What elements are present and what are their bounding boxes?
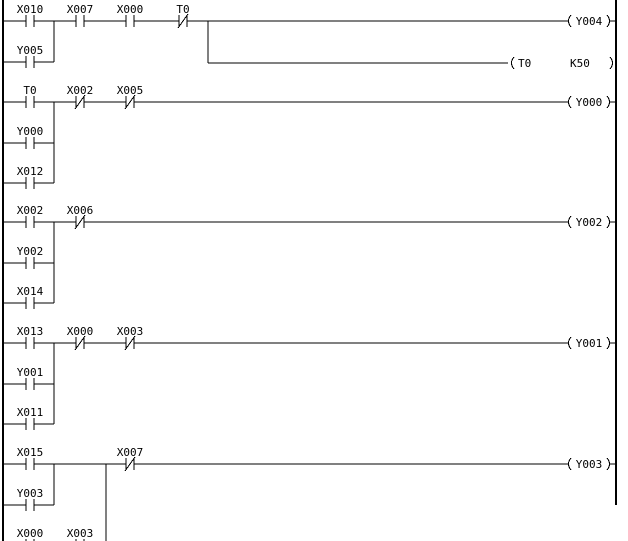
contact-nc-slash: [74, 94, 86, 110]
contact-label: X000: [67, 325, 94, 338]
nc-contact[interactable]: X007: [117, 446, 144, 472]
contact-nc-slash: [124, 456, 136, 472]
coil-left-paren: [568, 457, 572, 471]
output-coil[interactable]: Y002: [568, 215, 610, 229]
contact-label: Y005: [17, 44, 44, 57]
parallel-contact[interactable]: Y005: [17, 44, 44, 68]
contact-label: X003: [117, 325, 144, 338]
contact-nc-slash: [74, 214, 86, 230]
contact-label: Y002: [17, 245, 44, 258]
contact-label: T0: [176, 3, 189, 16]
contact-label: X000: [117, 3, 144, 16]
contact-label: Y000: [17, 125, 44, 138]
contact-label: X014: [17, 285, 44, 298]
nc-contact[interactable]: X005: [117, 84, 144, 110]
timer-name: T0: [518, 57, 531, 70]
coil-right-paren: [606, 457, 610, 471]
output-coil[interactable]: Y001: [568, 336, 610, 350]
contact-label: X000: [17, 527, 44, 540]
coil-right-paren: [606, 14, 610, 28]
no-contact[interactable]: X007: [67, 3, 94, 27]
contact-nc-slash: [124, 335, 136, 351]
coil-right-paren: [606, 215, 610, 229]
contact-label: X015: [17, 446, 44, 459]
nc-contact[interactable]: X000: [67, 325, 94, 351]
contact-label: X002: [17, 204, 44, 217]
no-contact[interactable]: X015: [17, 446, 44, 470]
contact-label: Y003: [17, 487, 44, 500]
contact-nc-slash: [124, 94, 136, 110]
output-coil[interactable]: Y000: [568, 95, 610, 109]
coil-left-paren: [568, 336, 572, 350]
output-coil[interactable]: Y004: [568, 14, 610, 28]
contact-label: X005: [117, 84, 144, 97]
nc-contact[interactable]: X002: [67, 84, 94, 110]
contact-label: X002: [67, 84, 94, 97]
contact-nc-slash: [177, 13, 189, 29]
contact-label: X013: [17, 325, 44, 338]
no-contact[interactable]: X010: [17, 3, 44, 27]
contact-nc-slash: [74, 335, 86, 351]
contact-label: X010: [17, 3, 44, 16]
contact-label: X007: [67, 3, 94, 16]
nc-contact[interactable]: X006: [67, 204, 94, 230]
parallel-contact[interactable]: Y001: [17, 366, 44, 390]
contact-label: X006: [67, 204, 94, 217]
nc-contact[interactable]: T0: [176, 3, 190, 29]
no-contact[interactable]: X013: [17, 325, 44, 349]
coil-label: Y000: [576, 96, 603, 109]
contact-label: X012: [17, 165, 44, 178]
coil-label: Y001: [576, 337, 603, 350]
coil-right-paren: [606, 336, 610, 350]
parallel-series-contact[interactable]: X003: [67, 527, 94, 541]
contact-label: X003: [67, 527, 94, 540]
parallel-contact[interactable]: X011: [17, 406, 44, 430]
contact-label: T0: [23, 84, 36, 97]
contact-label: X011: [17, 406, 44, 419]
coil-left-paren: [568, 95, 572, 109]
coil-label: Y003: [576, 458, 603, 471]
timer-left-paren: [511, 56, 515, 70]
output-coil[interactable]: Y003: [568, 457, 610, 471]
contact-label: Y001: [17, 366, 44, 379]
coil-label: Y004: [576, 15, 603, 28]
coil-left-paren: [568, 215, 572, 229]
no-contact[interactable]: X000: [117, 3, 144, 27]
coil-label: Y002: [576, 216, 603, 229]
timer-right-paren: [609, 56, 613, 70]
no-contact[interactable]: X002: [17, 204, 44, 228]
coil-right-paren: [606, 95, 610, 109]
timer-preset: K50: [570, 57, 590, 70]
contact-label: X007: [117, 446, 144, 459]
timer-coil[interactable]: T0 K50: [511, 56, 613, 70]
parallel-contact[interactable]: X014: [17, 285, 44, 309]
no-contact[interactable]: T0: [23, 84, 37, 108]
parallel-contact[interactable]: X012: [17, 165, 44, 189]
coil-left-paren: [568, 14, 572, 28]
parallel-contact[interactable]: Y000: [17, 125, 44, 149]
parallel-contact[interactable]: X000: [17, 527, 44, 541]
parallel-contact[interactable]: Y003: [17, 487, 44, 511]
nc-contact[interactable]: X003: [117, 325, 144, 351]
parallel-contact[interactable]: Y002: [17, 245, 44, 269]
